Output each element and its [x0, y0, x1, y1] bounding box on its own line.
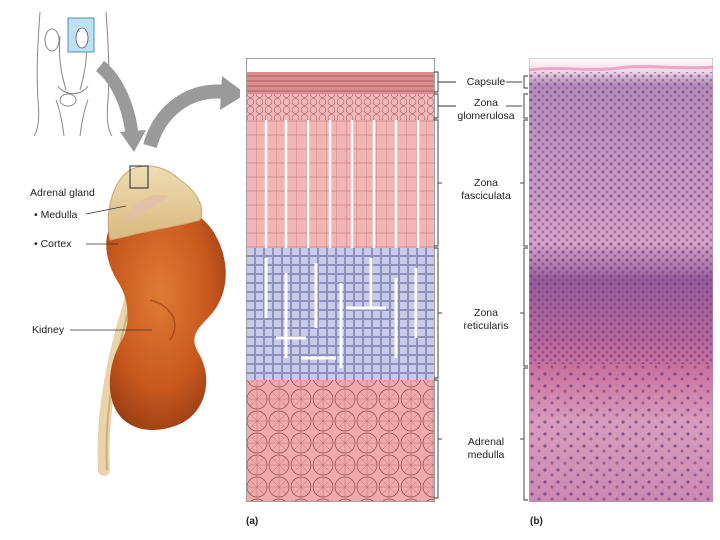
panel-b-micrograph [529, 58, 713, 502]
arrow-to-gland [100, 66, 132, 136]
label-kidney: Kidney [32, 324, 64, 336]
kidney-adrenal-illustration [0, 0, 240, 540]
panel-label-a: (a) [246, 516, 258, 527]
arrow-to-panel [150, 92, 226, 146]
label-cortex: • Cortex [34, 238, 72, 250]
medulla-layer [247, 380, 434, 501]
panel-b-brackets [506, 70, 530, 502]
label-medulla: • Medulla [34, 209, 77, 221]
glomerulosa-layer [247, 94, 434, 120]
panel-label-b: (b) [530, 516, 543, 527]
label-adrenal-gland: Adrenal gland [30, 187, 95, 199]
fasciculata-layer [247, 120, 434, 248]
panel-a-schematic [246, 58, 435, 502]
